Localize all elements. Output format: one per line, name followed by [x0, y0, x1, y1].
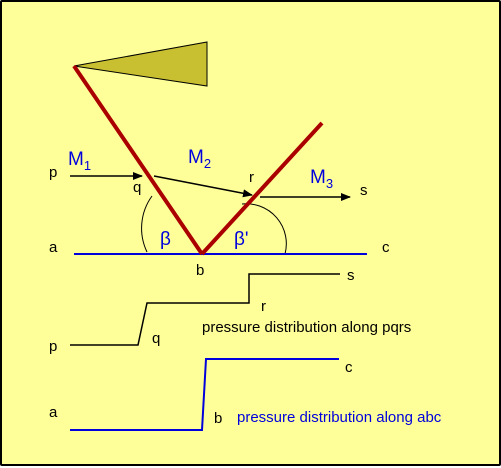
pressure-plot-pqrs: [70, 273, 340, 346]
pqrs-label-s: s: [347, 267, 355, 284]
beta-prime-arc: [241, 203, 287, 255]
abc-label-c: c: [345, 359, 353, 376]
incident-shock: [72, 64, 204, 256]
abc-caption: pressure distribution along abc: [237, 409, 442, 426]
label-m3: M3: [310, 167, 333, 191]
label-p: p: [49, 164, 57, 181]
streamline-qr-arrow: [153, 175, 253, 198]
label-b: b: [196, 262, 204, 279]
pqrs-caption: pressure distribution along pqrs: [202, 319, 411, 336]
pqrs-label-r: r: [261, 298, 266, 315]
label-beta-prime: β': [234, 229, 249, 250]
pqrs-label-p: p: [49, 338, 57, 355]
label-m1: M1: [68, 149, 91, 173]
label-a: a: [49, 239, 58, 256]
abc-label-a: a: [49, 404, 58, 421]
label-q: q: [133, 179, 141, 196]
pressure-plot-abc: [70, 358, 339, 431]
abc-label-b: b: [214, 410, 222, 427]
wedge-flag: [73, 41, 208, 87]
reflected-shock: [200, 121, 324, 256]
label-beta: β: [160, 229, 171, 250]
pqrs-label-q: q: [152, 330, 160, 347]
beta-arc: [141, 195, 153, 253]
label-m2: M2: [188, 147, 211, 171]
label-c: c: [382, 239, 390, 256]
label-r: r: [249, 169, 254, 186]
label-s: s: [360, 182, 368, 199]
